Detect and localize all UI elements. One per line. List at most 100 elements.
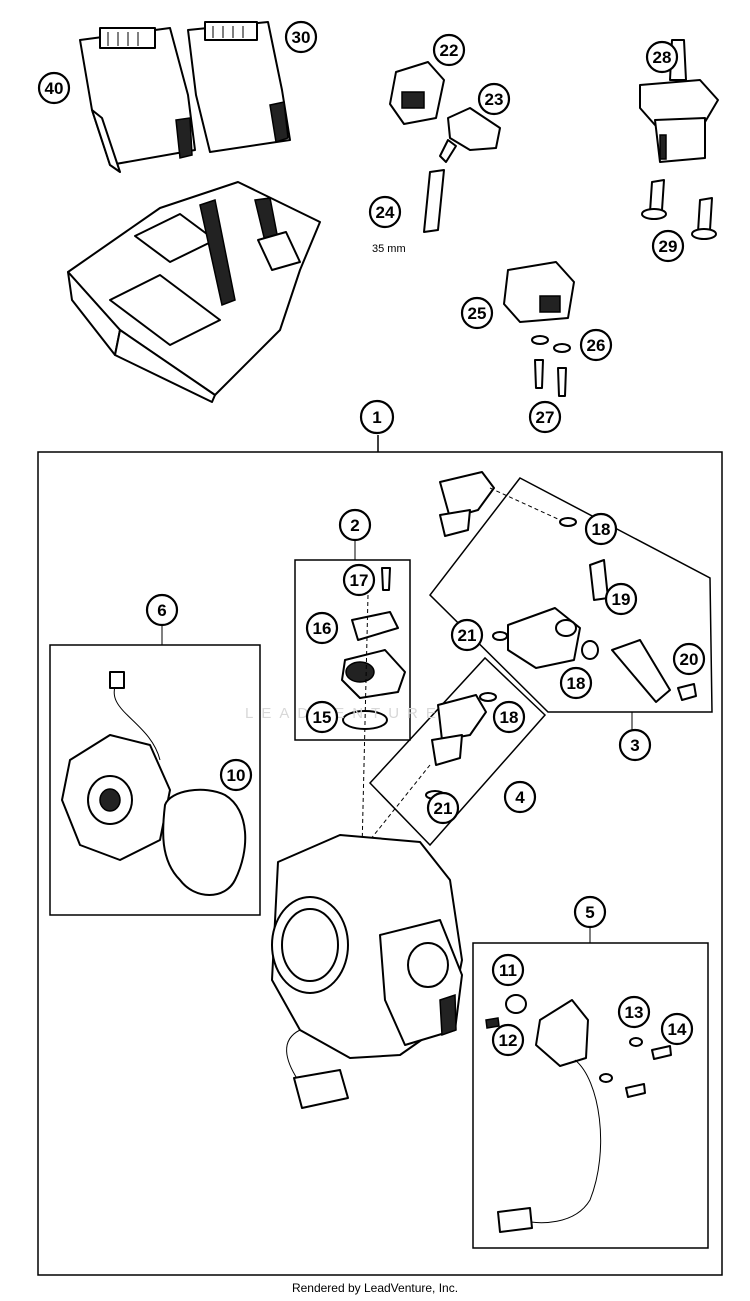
screw-20 bbox=[677, 683, 697, 701]
assembly-frame-1 bbox=[37, 435, 723, 1276]
callout-1: 1 bbox=[359, 399, 395, 435]
svg-text:12: 12 bbox=[499, 1031, 518, 1050]
callout-40: 40 bbox=[37, 71, 71, 105]
svg-text:14: 14 bbox=[668, 1020, 687, 1039]
fuel-rail bbox=[507, 607, 581, 669]
washers-26 bbox=[531, 335, 571, 353]
svg-text:25: 25 bbox=[468, 304, 487, 323]
svg-text:21: 21 bbox=[434, 799, 453, 818]
callout-18c: 18 bbox=[492, 700, 526, 734]
fitting-20 bbox=[611, 639, 671, 703]
injector-top bbox=[439, 471, 495, 537]
svg-text:16: 16 bbox=[313, 619, 332, 638]
callout-21a: 21 bbox=[450, 618, 484, 652]
callout-18b: 18 bbox=[559, 666, 593, 700]
callout-3: 3 bbox=[618, 728, 652, 762]
svg-text:23: 23 bbox=[485, 90, 504, 109]
callout-2: 2 bbox=[338, 508, 372, 542]
screw-11 bbox=[485, 1017, 500, 1029]
callout-13: 13 bbox=[617, 995, 651, 1029]
callout-26: 26 bbox=[579, 328, 613, 362]
svg-text:3: 3 bbox=[630, 736, 639, 755]
svg-text:22: 22 bbox=[440, 41, 459, 60]
o-ring-18b bbox=[581, 640, 599, 660]
svg-text:27: 27 bbox=[536, 408, 555, 427]
svg-text:17: 17 bbox=[350, 571, 369, 590]
sub-frame-6 bbox=[49, 644, 261, 916]
sensor-12 bbox=[497, 994, 602, 1233]
callout-4: 4 bbox=[503, 780, 537, 814]
callout-22: 22 bbox=[432, 33, 466, 67]
callout-19: 19 bbox=[604, 582, 638, 616]
gasket-10 bbox=[162, 788, 247, 896]
ecu-module-40 bbox=[79, 27, 196, 173]
svg-text:24: 24 bbox=[376, 203, 395, 222]
callout-11: 11 bbox=[491, 953, 525, 987]
sensor-bracket-16 bbox=[351, 611, 399, 641]
callout-21b: 21 bbox=[426, 791, 460, 825]
svg-text:10: 10 bbox=[227, 766, 246, 785]
sensor-28 bbox=[639, 39, 719, 163]
svg-text:20: 20 bbox=[680, 650, 699, 669]
cover-assembly-6 bbox=[61, 671, 171, 861]
tps-sensor bbox=[341, 649, 406, 699]
screw-14b bbox=[625, 1083, 646, 1098]
screws-29 bbox=[641, 179, 717, 240]
screws-27 bbox=[534, 359, 567, 397]
svg-text:40: 40 bbox=[45, 79, 64, 98]
callout-27: 27 bbox=[528, 400, 562, 434]
o-ring-18c bbox=[479, 692, 497, 702]
sensor-25 bbox=[503, 261, 575, 323]
callout-25: 25 bbox=[460, 296, 494, 330]
svg-text:5: 5 bbox=[585, 903, 594, 922]
callout-20: 20 bbox=[672, 642, 706, 676]
callout-5: 5 bbox=[573, 895, 607, 929]
ecu-module-30 bbox=[187, 21, 291, 153]
callout-6: 6 bbox=[145, 593, 179, 627]
callout-18a: 18 bbox=[584, 512, 618, 546]
callout-10: 10 bbox=[219, 758, 253, 792]
svg-text:18: 18 bbox=[592, 520, 611, 539]
svg-text:6: 6 bbox=[157, 601, 166, 620]
svg-text:18: 18 bbox=[567, 674, 586, 693]
callout-23: 23 bbox=[477, 82, 511, 116]
svg-text:4: 4 bbox=[515, 788, 525, 807]
battery-box bbox=[67, 181, 321, 403]
screw-17 bbox=[381, 567, 391, 591]
sub-frame-2 bbox=[294, 559, 411, 741]
callout-15: 15 bbox=[305, 700, 339, 734]
svg-text:13: 13 bbox=[625, 1003, 644, 1022]
svg-text:26: 26 bbox=[587, 336, 606, 355]
o-ring-18a bbox=[559, 517, 577, 527]
sub-frame-4 bbox=[368, 656, 547, 847]
callout-12: 12 bbox=[491, 1023, 525, 1057]
callout-24: 24 bbox=[368, 195, 402, 229]
washer-13 bbox=[629, 1037, 643, 1047]
valve-19 bbox=[589, 559, 609, 601]
svg-text:30: 30 bbox=[292, 28, 311, 47]
sub-frame-3 bbox=[429, 477, 713, 713]
svg-text:2: 2 bbox=[350, 516, 359, 535]
footer-credit: Rendered by LeadVenture, Inc. bbox=[291, 1281, 459, 1295]
callout-30: 30 bbox=[284, 20, 318, 54]
svg-text:11: 11 bbox=[499, 961, 517, 980]
callout-17: 17 bbox=[342, 563, 376, 597]
svg-text:21: 21 bbox=[458, 626, 477, 645]
svg-text:19: 19 bbox=[612, 590, 631, 609]
callout-16: 16 bbox=[305, 611, 339, 645]
o-ring-21a bbox=[492, 631, 508, 641]
watermark: LEADVENTURE bbox=[245, 705, 444, 722]
sub-frame-5 bbox=[472, 942, 709, 1249]
svg-text:15: 15 bbox=[313, 708, 332, 727]
washer-13b bbox=[599, 1073, 613, 1083]
svg-text:28: 28 bbox=[653, 48, 672, 67]
pressure-sensor-23 bbox=[439, 107, 501, 163]
svg-text:18: 18 bbox=[500, 708, 519, 727]
svg-text:1: 1 bbox=[372, 408, 381, 427]
throttle-body bbox=[271, 834, 463, 1109]
svg-text:29: 29 bbox=[659, 237, 678, 256]
dimension-label: 35 mm bbox=[372, 243, 406, 255]
callout-28: 28 bbox=[645, 40, 679, 74]
injector-4 bbox=[431, 694, 487, 766]
